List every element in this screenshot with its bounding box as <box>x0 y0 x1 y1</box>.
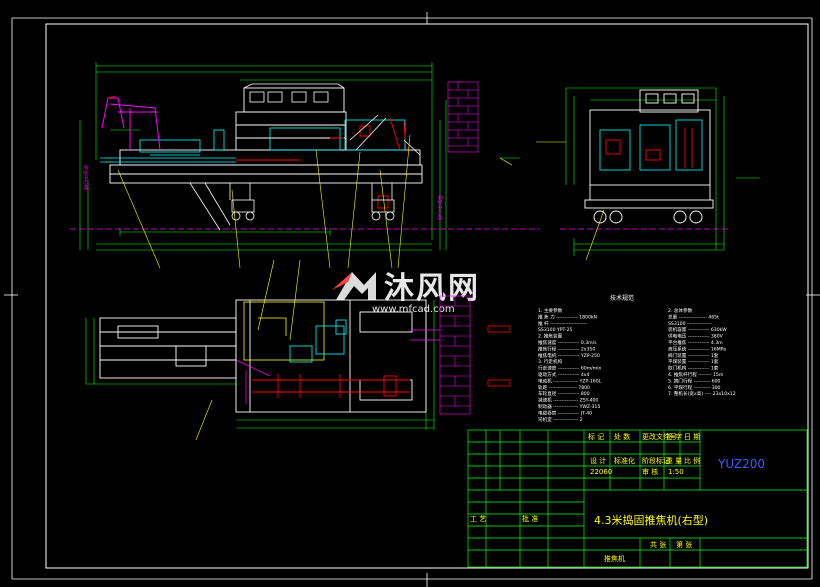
title-block: 标 记 处 数 更改文件号 签 字 日 期 设 计 标准化 阶段标记 重 量 比… <box>467 429 808 568</box>
note-line: 4. 推焦杆行程 -------- 15m <box>668 371 724 378</box>
plan-frame <box>99 299 427 413</box>
note-line: 总重 ----------------- 465t <box>668 313 719 320</box>
plan-magenta-rail <box>235 329 440 404</box>
sheet-trim-marks <box>4 12 820 587</box>
note-line: 司机室 --------------- 2 <box>538 416 583 423</box>
tb-count: 处 数 <box>614 432 630 441</box>
note-line: 7. 整机长(宽x高) ---- 23x10x12 <box>668 390 736 397</box>
door-extractor-arm <box>101 97 161 151</box>
side-label-left: 炉台中心线 <box>82 165 89 190</box>
plan-callout-boxes <box>487 325 511 387</box>
tb-weight: 重 量 <box>666 457 682 465</box>
part-leaders-plan <box>195 259 301 441</box>
note-line: 平台推焦 ------------- 4.3m <box>668 339 723 346</box>
tb-review: 审 核 <box>642 467 658 476</box>
tb-sheets: 共 张 <box>650 540 666 549</box>
watermark-brand: 沐风网 <box>384 271 480 306</box>
tb-stage: 阶段标记 <box>642 456 670 465</box>
part-leaders-front <box>117 134 513 269</box>
note-line: 摘门装置 ------------- 1套 <box>668 352 719 359</box>
drawing-title: 4.3米捣固推焦机(右型) <box>594 513 708 527</box>
front-elevation-view: 炉台中心线 导轨中心线 <box>70 62 540 269</box>
tb-approve: 批 准 <box>522 514 538 523</box>
tb-design: 设 计 <box>590 456 606 465</box>
tb-standard: 标准化 <box>614 456 635 465</box>
note-line: 轨距 ----------------- 7800 <box>538 384 590 391</box>
note-line: 推焦行程 ------------- 2x350 <box>538 345 595 352</box>
note-line: 取门机构 ------------- 1套 <box>668 365 719 372</box>
red-components <box>107 95 407 209</box>
drawing-code: YUZ200 <box>717 457 765 471</box>
note-line: 电动机 --------------- YZP-160L <box>538 377 602 384</box>
tb-scale-label: 比 例 <box>684 456 700 465</box>
note-line: 6. 平煤行程 ---------- 300 <box>668 384 721 391</box>
side-body <box>584 89 714 209</box>
oven-wall-bricks-plan <box>439 295 471 415</box>
note-line: 行走速度 ------------- 60m/min <box>538 365 601 372</box>
plan-red-track <box>252 374 410 398</box>
note-line: 供电电压 ------------- 380V <box>668 333 724 340</box>
part-leaders-side <box>536 141 605 261</box>
note-line: 5. 摘门行程 ---------- 600 <box>668 377 721 384</box>
note-line: SS3100 --------------- <box>668 321 712 327</box>
tb-number: 22060 <box>590 468 612 476</box>
plan-yellow-platform <box>243 301 325 361</box>
plan-view <box>85 259 511 441</box>
note-line: 3. 行走机构 <box>538 358 563 365</box>
note-line: 推焦电机 ------------- YZP-250 <box>538 352 600 359</box>
watermark-url: www.mfcad.com <box>372 304 455 315</box>
pusher-mechanism <box>100 119 406 163</box>
tb-mark: 标 记 <box>588 432 604 441</box>
note-line: 平煤装置 ------------- 1套 <box>668 358 719 365</box>
side-machinery <box>599 119 703 171</box>
note-line: 2. 总体参数 <box>668 307 693 314</box>
note-line: 车轮直径 ------------- 800 <box>538 390 590 397</box>
plan-cyan-cab <box>289 319 347 363</box>
tb-process: 工 艺 <box>470 515 486 523</box>
side-dimension-lines <box>565 87 760 256</box>
tb-change: 更改文件号 <box>642 432 677 441</box>
note-line: 推 杆 ---------------------- <box>538 320 587 327</box>
tb-sheet-no: 第 张 <box>676 540 692 549</box>
note-line: 制动器 --------------- YWZ-315 <box>538 403 600 410</box>
side-label-right: 导轨中心线 <box>436 195 443 220</box>
title-block-grid <box>467 429 808 568</box>
notes-heading: 技术规范 <box>610 294 634 302</box>
note-line: 液压系统 ------------- 16MPa <box>668 345 726 352</box>
side-wheels <box>593 210 703 224</box>
operator-cab <box>243 83 345 103</box>
drawing-frame <box>45 23 809 569</box>
side-red-components <box>605 128 693 168</box>
tb-bottom-name: 推焦机 <box>604 554 625 563</box>
note-line: 装机容量 ------------- 630kW <box>668 326 727 333</box>
note-line: 推焦速度 ------------- 0.3m/s <box>538 339 597 346</box>
legs-and-bogies <box>189 114 421 231</box>
tb-date: 日 期 <box>684 433 700 441</box>
watermark-logo-icon <box>332 272 376 300</box>
tb-scale: 1:50 <box>668 468 684 476</box>
oven-wall-bricks-front <box>447 81 479 153</box>
note-line: 驱动方式 ------------- 4x4 <box>538 371 589 378</box>
note-line: 2. 推焦装置 <box>538 333 563 340</box>
note-line: SS3100 YPT-25 <box>538 327 573 333</box>
note-line: 减速机 --------------- ZSY-400 <box>538 397 598 404</box>
wheels <box>231 211 395 221</box>
front-dimension-lines <box>79 62 520 251</box>
note-line: 推 焦 力 ------------- 1800kN <box>538 313 597 320</box>
note-line: 1. 主要参数 <box>538 307 563 314</box>
note-line: 电缆卷筒 ------------- JT-40 <box>538 409 592 416</box>
side-elevation-view <box>536 87 760 261</box>
tb-sign: 签 字 <box>666 432 682 441</box>
